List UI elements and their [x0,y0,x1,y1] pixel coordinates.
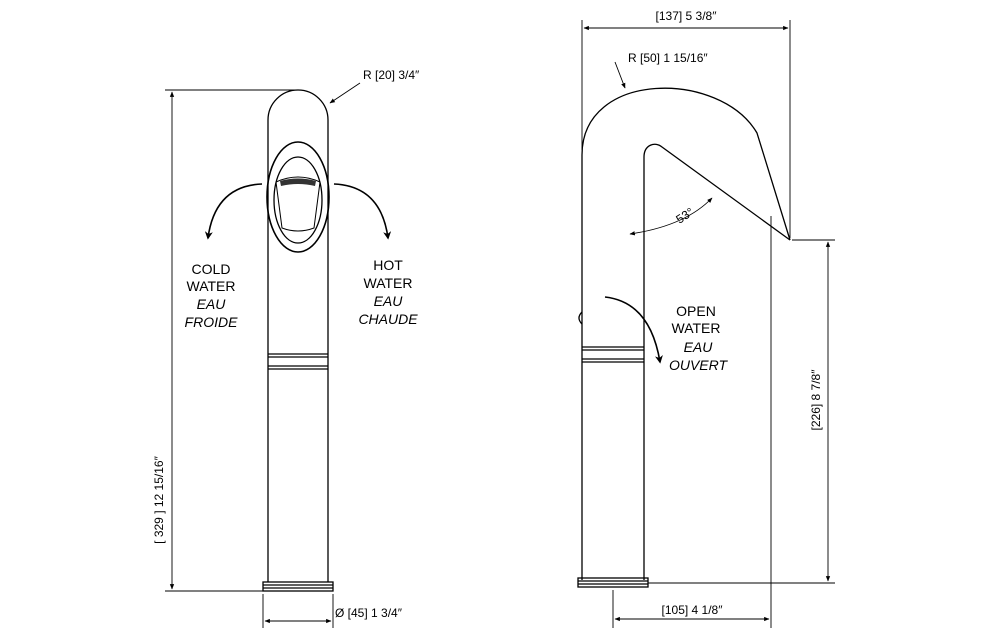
open-label-line4: OUVERT [669,357,729,373]
cold-water-arrow [204,183,263,240]
side-view [577,87,791,588]
side-reach-label: [105] 4 1/8″ [662,603,724,617]
open-label-line2: WATER [672,320,721,336]
handle-oval-outer [266,141,330,253]
front-view [262,89,334,592]
front-base [262,581,334,592]
hot-label-line4: CHAUDE [358,311,418,327]
side-radius-label: R [50] 1 15/16″ [628,51,708,65]
side-spout-lower [643,143,791,580]
front-diameter-label: Ø [45] 1 3/4″ [335,606,403,620]
front-height-label: [ 329 ] 12 15/16″ [152,455,166,543]
side-width-label: [137] 5 3/8″ [656,9,718,23]
handle-lever-shade [280,178,316,186]
side-handle-knob [578,311,583,325]
side-spout-height-label: [226] 8 7/8″ [809,369,823,431]
side-base [577,577,649,588]
open-water-arrow [604,296,663,364]
side-angle-label: 53° [673,205,696,227]
cold-label-line4: FROIDE [185,314,239,330]
hot-label-line3: EAU [374,293,404,309]
side-spout-outer [581,87,791,580]
side-angle-arc [629,197,713,236]
hot-label-line1: HOT [373,257,403,273]
cold-label-line1: COLD [192,261,231,277]
front-radius-leader [329,82,361,104]
side-radius-leader [614,61,626,89]
cold-label-line2: WATER [187,278,236,294]
cold-label-line3: EAU [197,296,227,312]
front-radius-label: R [20] 3/4″ [363,68,420,82]
open-label-line1: OPEN [676,303,716,319]
hot-water-arrow [333,183,392,240]
open-label-line3: EAU [684,339,714,355]
handle-oval-inner [273,156,323,244]
handle-lever [275,176,321,232]
hot-label-line2: WATER [364,275,413,291]
front-body-outline [267,89,329,582]
